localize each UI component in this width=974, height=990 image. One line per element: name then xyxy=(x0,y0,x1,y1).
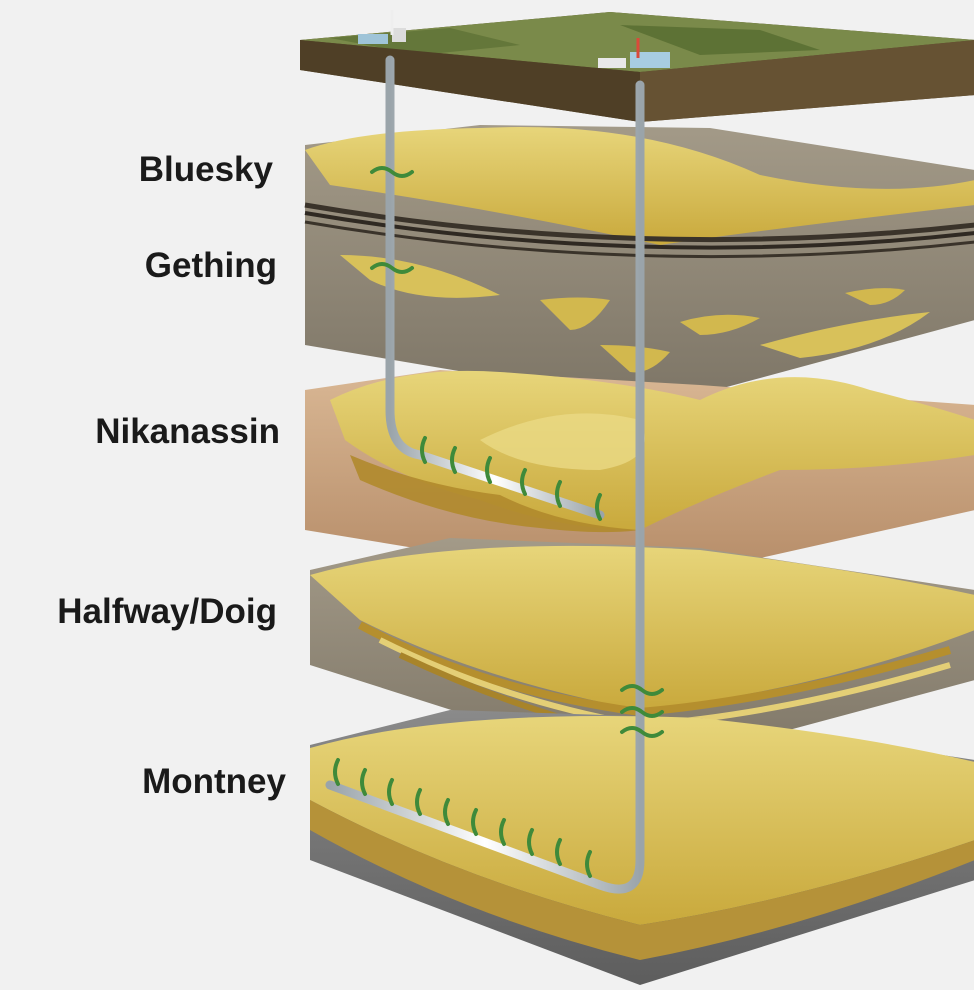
well-site-left xyxy=(358,10,406,44)
